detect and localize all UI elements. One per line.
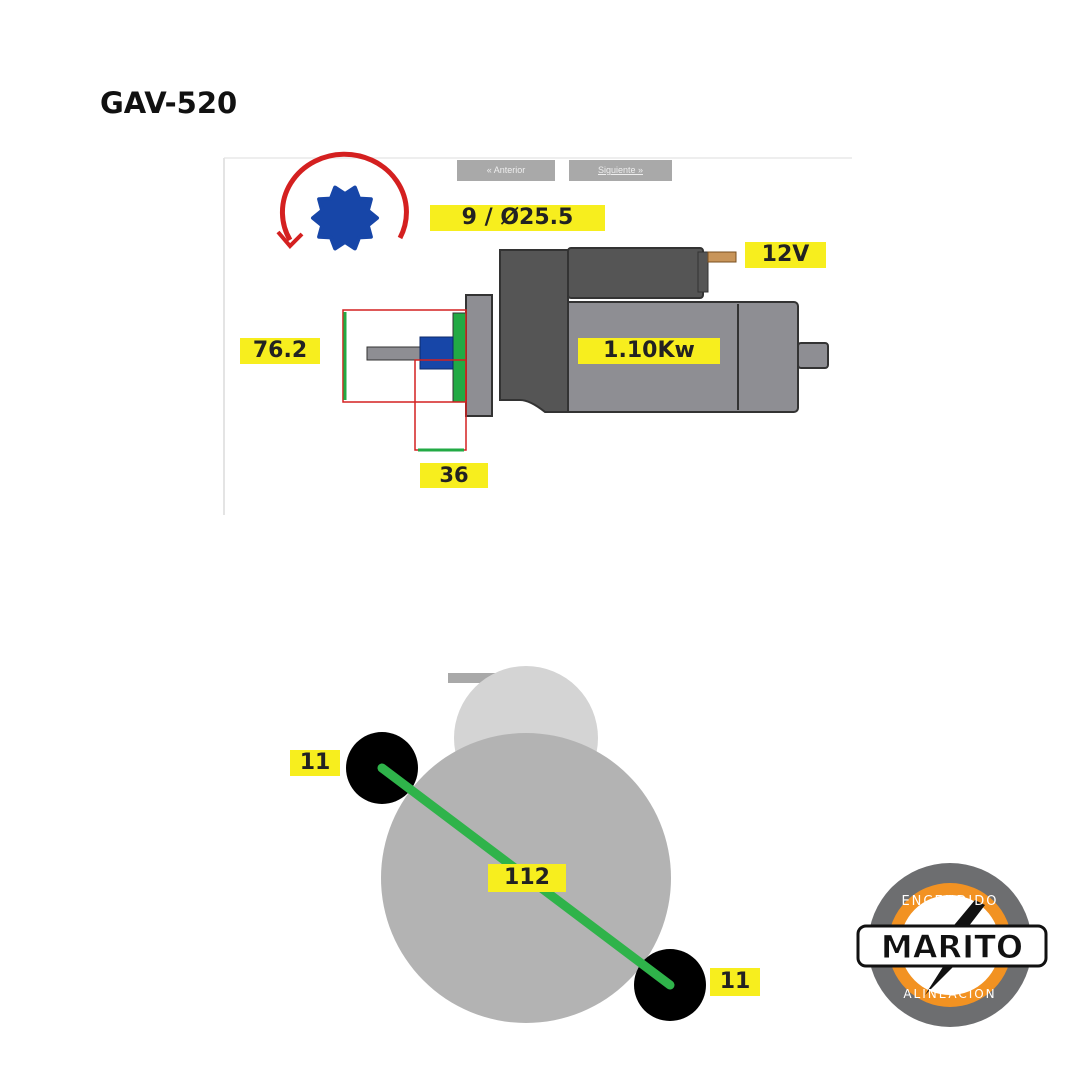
pinion-label: 9 / Ø25.5 [430,205,605,231]
gear-shape [311,185,379,251]
diameter-dim-box [342,309,467,403]
rotation-arrowhead [276,230,304,249]
flange-ring [452,312,467,403]
svg-text:MARITO: MARITO [881,928,1023,966]
hole-top-label: 11 [290,750,340,776]
gear-icon [311,185,379,251]
svg-text:ALINEACION: ALINEACION [903,987,996,1001]
power-label: 1.10Kw [578,338,720,364]
page-title: GAV-520 [100,86,238,120]
rear-stub [797,342,829,369]
svg-text:ENCENDIDO: ENCENDIDO [901,894,998,909]
next-button[interactable]: Siguiente » [569,160,672,181]
rotation-arrow-icon [279,151,409,242]
pinion [419,336,454,370]
voltage-label: 12V [745,242,826,268]
pinion-offset-label: 36 [420,463,488,488]
terminal [707,251,737,263]
marito-logo: MARITO ENCENDIDO ALINEACION [856,863,1048,1027]
shaft [366,346,423,361]
hole-distance-label: 112 [488,864,566,892]
solenoid [567,247,704,299]
drive-housing [499,249,569,413]
flange [465,294,493,417]
hole-bottom-label: 11 [710,968,760,996]
flange-diameter-label: 76.2 [240,338,320,364]
previous-button[interactable]: « Anterior [457,160,555,181]
